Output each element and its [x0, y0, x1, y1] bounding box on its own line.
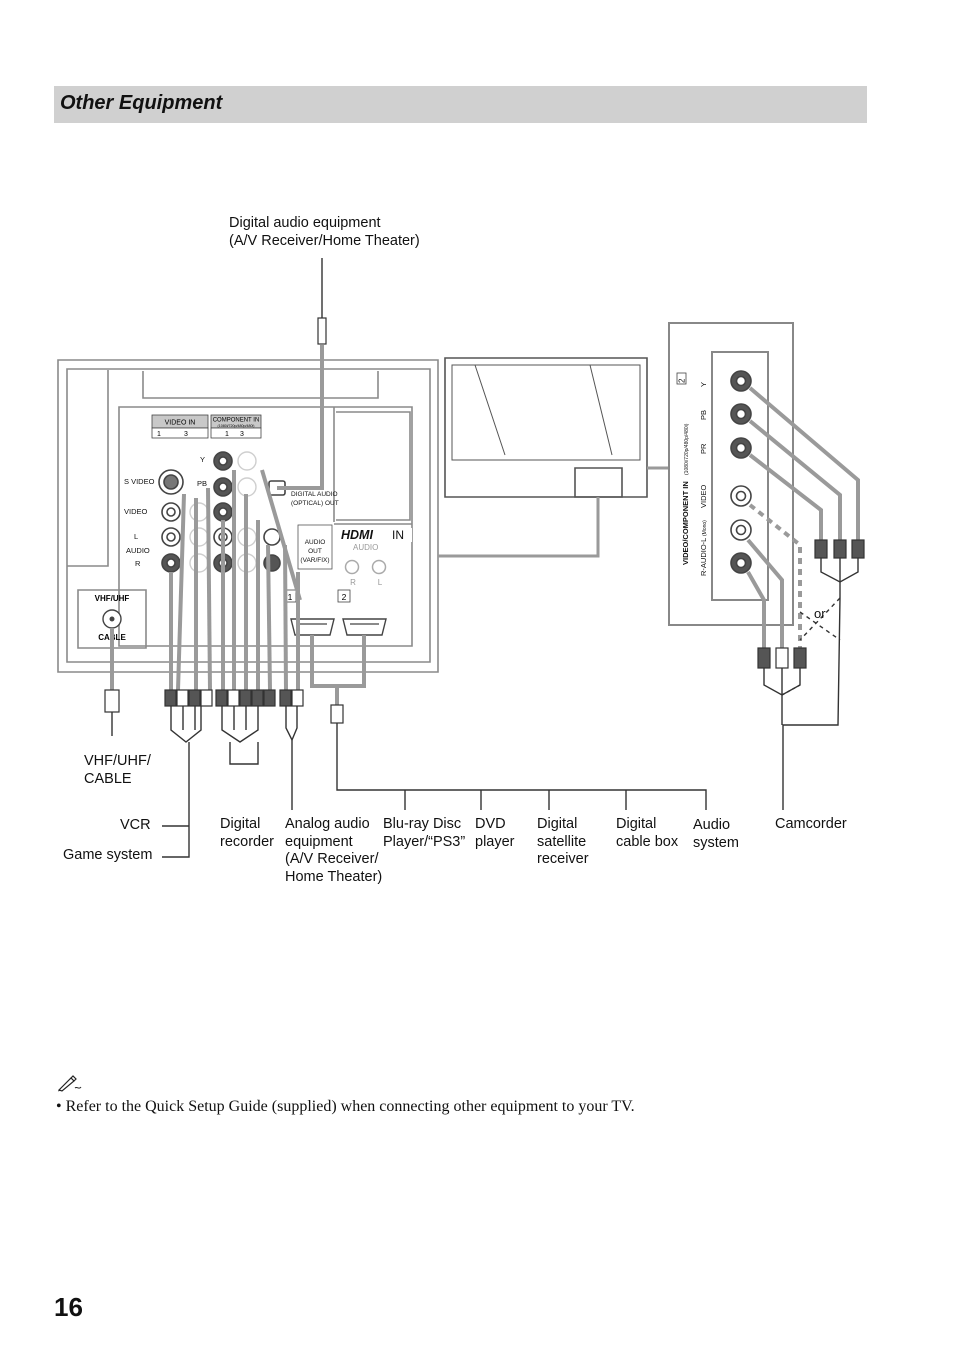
svg-text:R-AUDIO-L: R-AUDIO-L: [699, 538, 708, 576]
video-in-label: VIDEO IN: [165, 420, 196, 427]
hdmi-logo-icon: HDMI: [341, 528, 373, 542]
pencil-note-icon: [57, 1074, 83, 1097]
svg-text:Y: Y: [200, 455, 205, 464]
rear-cables: [110, 345, 366, 705]
section-header-band: Other Equipment: [54, 86, 867, 123]
svg-text:L: L: [378, 578, 383, 587]
svg-text:PB: PB: [197, 479, 207, 488]
svg-text:R: R: [135, 559, 141, 568]
note-text: • Refer to the Quick Setup Guide (suppli…: [56, 1098, 635, 1115]
side-panel: [668, 322, 794, 626]
game-system-label: Game system: [63, 847, 153, 863]
svg-text:R: R: [350, 578, 356, 587]
side-panel-labels: Y PB PR VIDEO VIDEO/COMPONENT IN (1080i/…: [676, 372, 708, 576]
svg-text:AUDIO: AUDIO: [353, 543, 378, 552]
digital-audio-out-label: DIGITAL AUDIO (OPTICAL) OUT: [291, 491, 339, 507]
hdmi-block: HDMI IN AUDIO R L 2 1: [283, 528, 412, 636]
svg-text:(1080i/720p/480p/480i): (1080i/720p/480p/480i): [218, 424, 255, 428]
svg-text:1: 1: [157, 431, 161, 438]
vcr-label: VCR: [120, 817, 151, 833]
page-number: 16: [54, 1292, 83, 1322]
svg-text:IN: IN: [392, 528, 404, 542]
svg-text:L: L: [134, 532, 138, 541]
svg-text:3: 3: [184, 431, 188, 438]
svg-text:PR: PR: [699, 443, 708, 454]
svg-text:(OPTICAL) OUT: (OPTICAL) OUT: [291, 500, 339, 507]
svg-text:PB: PB: [699, 410, 708, 420]
svg-text:2: 2: [678, 378, 687, 383]
svg-text:3: 3: [240, 431, 244, 438]
vhf-uhf-cable-label: VHF/UHF/CABLE: [84, 753, 151, 787]
tv-rear-panel: [57, 359, 439, 673]
component-in-label-box: COMPONENT IN (1080i/720p/480p/480i) 1 3: [210, 414, 262, 439]
svg-text:(Mono): (Mono): [702, 520, 708, 536]
svg-text:OUT: OUT: [308, 548, 322, 555]
side-jacks: [730, 370, 752, 574]
side-tails: [763, 558, 859, 810]
tv-outline: [438, 357, 668, 558]
video-in-label-box: VIDEO IN 1 3: [151, 414, 209, 439]
svg-text:1: 1: [288, 592, 293, 602]
svg-text:VIDEO/COMPONENT IN: VIDEO/COMPONENT IN: [681, 481, 690, 565]
svg-text:VHF/UHF: VHF/UHF: [95, 594, 130, 603]
svg-text:DIGITAL AUDIO: DIGITAL AUDIO: [291, 491, 338, 498]
section-title: Other Equipment: [60, 92, 223, 114]
svg-text:1: 1: [225, 431, 229, 438]
panel-jack-labels: S VIDEO VIDEO L AUDIO R Y PB: [124, 455, 207, 568]
svg-text:VIDEO: VIDEO: [699, 484, 708, 508]
side-plugs: [757, 539, 865, 669]
or-label: or: [814, 606, 826, 621]
plug-tails: [111, 258, 707, 858]
svg-text:AUDIO: AUDIO: [305, 539, 326, 546]
svg-text:Y: Y: [699, 382, 708, 387]
audio-out-label: AUDIO OUT (VAR/FIX): [297, 524, 333, 570]
svg-text:(VAR/FIX): (VAR/FIX): [300, 557, 329, 564]
digital-audio-equipment-label: Digital audio equipment(A/V Receiver/Hom…: [229, 215, 420, 249]
component-in-label: COMPONENT IN: [213, 418, 260, 424]
side-cables: [746, 386, 860, 648]
svg-text:AUDIO: AUDIO: [126, 546, 150, 555]
svg-text:2: 2: [342, 592, 347, 602]
svg-text:VIDEO: VIDEO: [124, 507, 148, 516]
svg-text:S VIDEO: S VIDEO: [124, 477, 155, 486]
camcorder-label: Camcorder: [775, 816, 847, 832]
svg-text:(1080i/720p/480p/480i): (1080i/720p/480p/480i): [684, 423, 690, 475]
